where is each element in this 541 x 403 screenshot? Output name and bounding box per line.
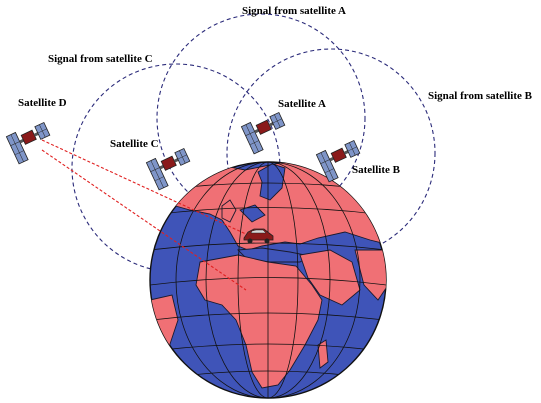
satellite-d-icon — [5, 119, 56, 165]
label-satellite-a: Satellite A — [278, 98, 326, 110]
label-satellite-d: Satellite D — [18, 97, 67, 109]
label-satellite-c: Satellite C — [110, 138, 159, 150]
earth-globe-icon — [149, 161, 387, 399]
label-signal-a: Signal from satellite A — [242, 5, 346, 17]
interference-line-to-receiver — [41, 139, 249, 236]
label-satellite-b: Satellite B — [352, 164, 401, 176]
interference-lines — [41, 139, 249, 291]
continents — [150, 162, 386, 389]
satellite-c-icon — [145, 145, 196, 191]
label-signal-b: Signal from satellite B — [428, 90, 533, 102]
interference-line-to-ground — [41, 149, 247, 291]
label-signal-c: Signal from satellite C — [48, 53, 153, 65]
car-receiver-icon — [243, 228, 274, 244]
